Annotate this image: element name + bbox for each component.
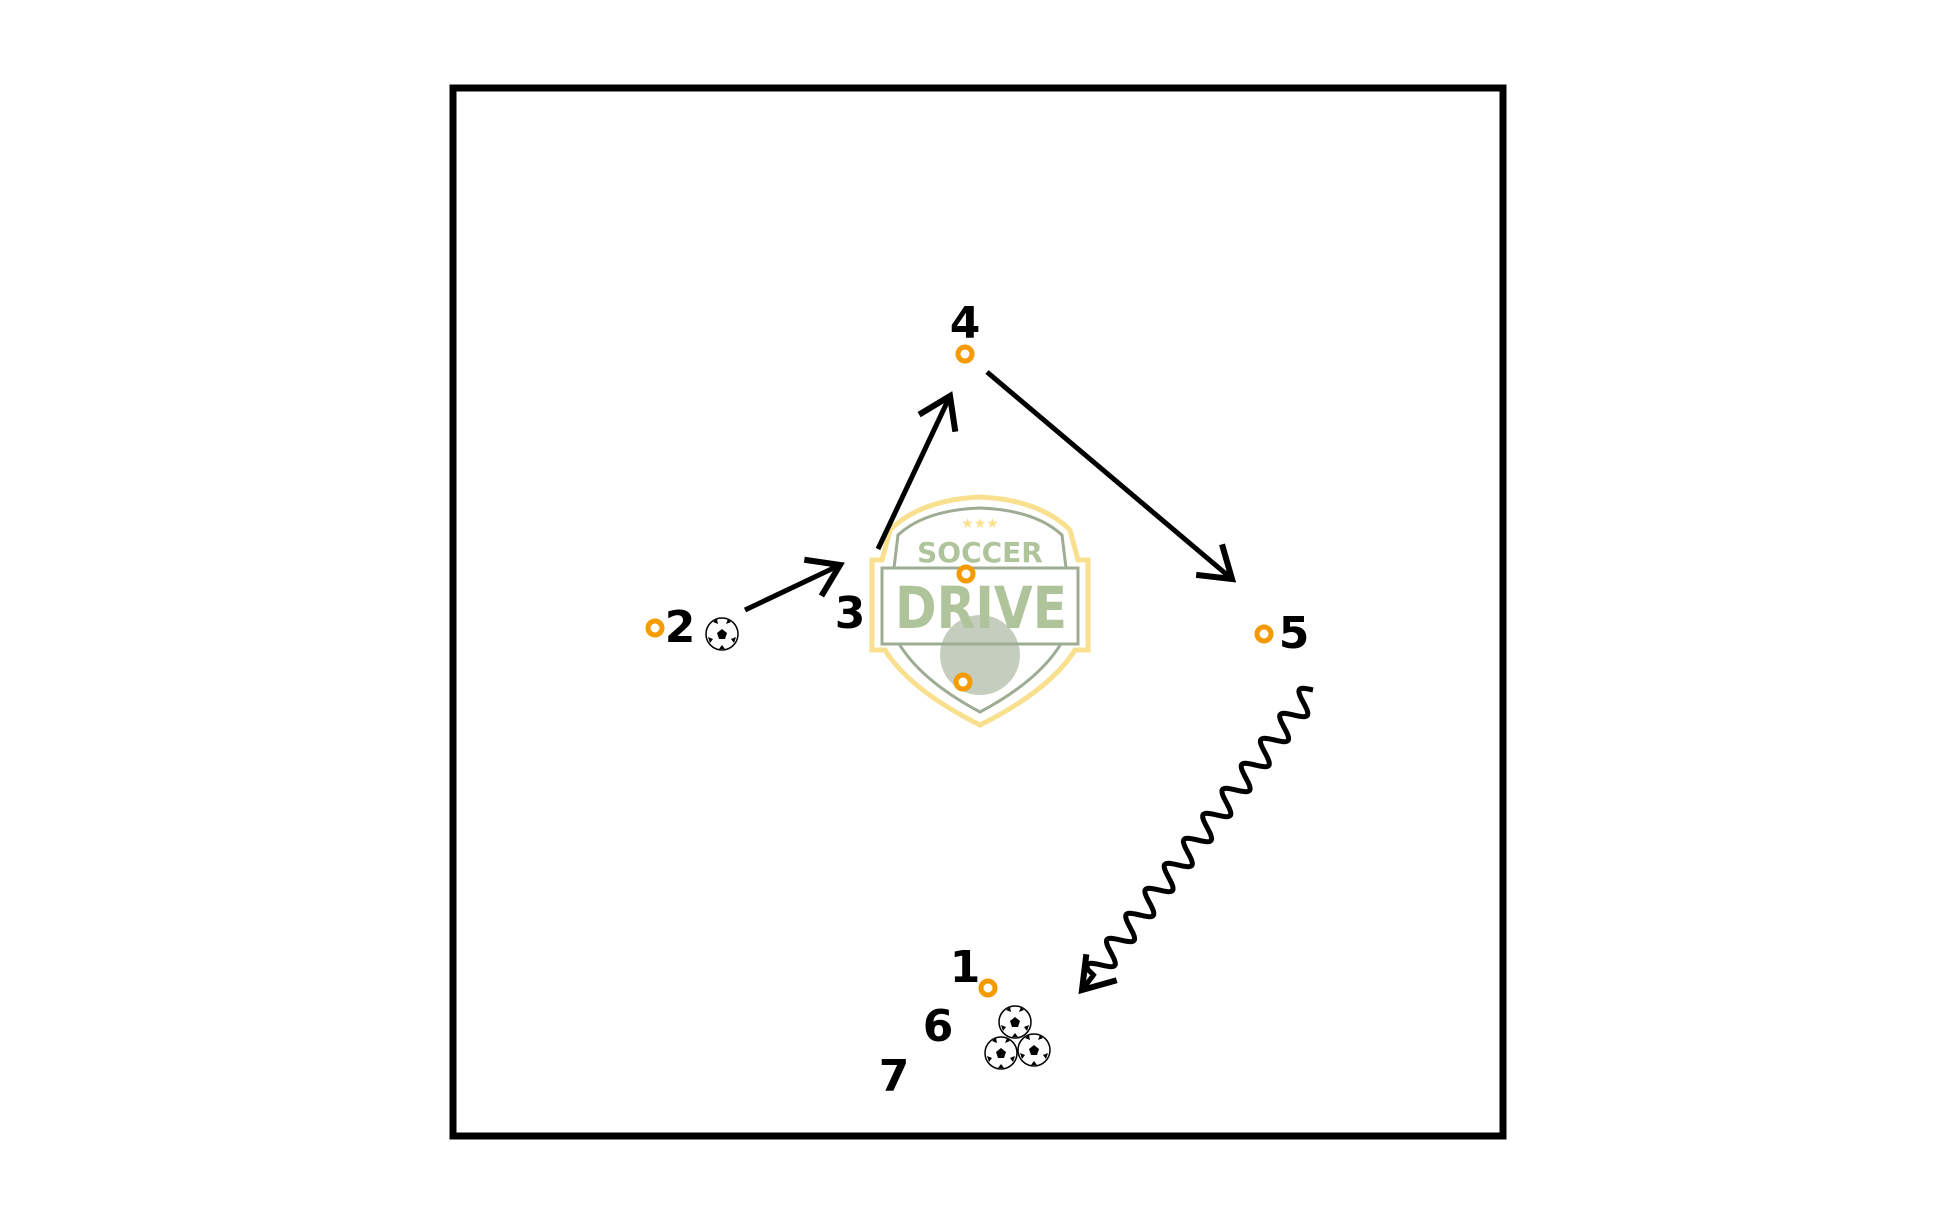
soccer-ball-icon [705, 617, 739, 651]
player-label-3: 3 [835, 588, 866, 639]
cone-marker [978, 978, 998, 998]
field-boundary [449, 84, 1507, 1140]
player-label-1: 1 [950, 942, 981, 993]
logo-text-soccer: SOCCER [917, 536, 1043, 569]
cone-marker [956, 564, 976, 584]
cone-marker [955, 344, 975, 364]
player-label-7: 7 [879, 1051, 910, 1102]
soccer-ball-icon [1017, 1033, 1051, 1067]
player-label-4: 4 [950, 298, 981, 349]
soccer-drive-logo: ★★★ SOCCER DRIVE [869, 494, 1091, 728]
cone-marker [645, 618, 665, 638]
soccer-ball-icon [998, 1005, 1032, 1039]
soccer-ball-icon [984, 1036, 1018, 1070]
dribble-path-5-to-1 [1078, 685, 1314, 995]
pass-arrow-2-to-3 [743, 556, 845, 613]
cone-marker [1254, 624, 1274, 644]
logo-stars: ★★★ [961, 516, 999, 532]
pass-arrow-4-to-5 [985, 370, 1237, 583]
logo-text-drive: DRIVE [895, 574, 1067, 642]
player-label-5: 5 [1279, 608, 1310, 659]
cone-marker [953, 672, 973, 692]
player-label-2: 2 [665, 602, 696, 653]
player-label-6: 6 [923, 1001, 954, 1052]
pass-arrow-3-to-4 [875, 391, 959, 551]
